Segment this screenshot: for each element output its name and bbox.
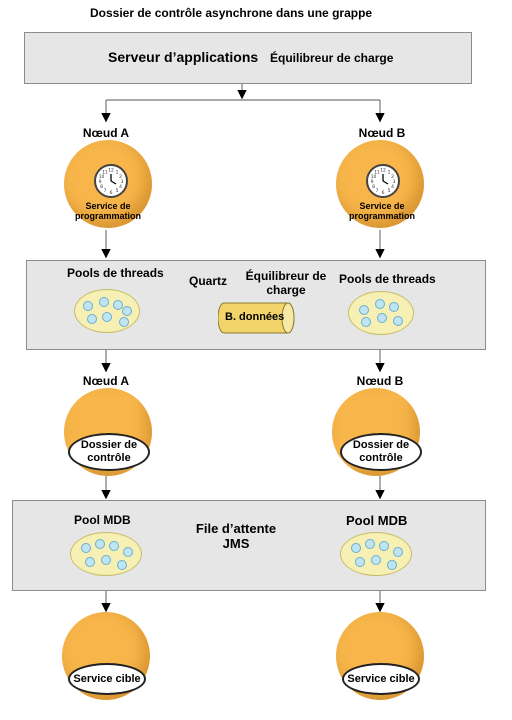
svg-text:8: 8 [372,184,375,190]
mdb-pool-left [70,532,142,576]
thread-dot [389,302,399,312]
mdb-dot [123,547,133,557]
node-b-label-2: Nœud B [356,374,404,388]
svg-text:11: 11 [374,170,380,176]
node-a-label: Nœud A [82,126,130,140]
mdb-dot [85,557,95,567]
jms-queue-label-1: File d’attente [195,521,277,536]
thread-dot [375,299,385,309]
mdb-dot [95,539,105,549]
database-label: B. données [225,311,285,323]
mdb-dot [101,555,111,565]
scheduler-label-b-1: Service de [359,201,405,211]
thread-pool-right [348,291,414,335]
svg-text:11: 11 [102,170,108,176]
mdb-dot [393,547,403,557]
thread-dot [393,316,403,326]
mdb-dot [387,560,397,570]
node-a-label-2: Nœud A [82,374,130,388]
balancer-label-1: Équilibreur de [245,269,327,283]
svg-text:10: 10 [99,174,105,180]
svg-text:5: 5 [388,188,391,194]
thread-pool-label-right: Pools de threads [339,272,436,286]
thread-dot [377,313,387,323]
mdb-dot [81,543,91,553]
svg-text:3: 3 [121,179,124,185]
svg-text:7: 7 [376,188,379,194]
dossier-oval-a: Dossier de contrôle [68,433,150,471]
svg-text:12: 12 [380,168,386,174]
svg-text:4: 4 [119,184,122,190]
node-b-label: Nœud B [358,126,406,140]
mdb-dot [371,555,381,565]
diagram-title: Dossier de contrôle asynchrone dans une … [90,6,373,20]
svg-text:7: 7 [104,188,107,194]
thread-dot [99,297,109,307]
dossier-label-a-1: Dossier de [80,439,138,451]
quartz-label: Quartz [189,274,228,288]
svg-text:3: 3 [393,179,396,185]
thread-dot [113,300,123,310]
dossier-label-b-2: contrôle [359,452,403,464]
svg-text:6: 6 [382,190,385,196]
database-cylinder-icon [218,302,295,334]
thread-dot [102,312,112,322]
mdb-dot [109,541,119,551]
thread-dot [122,306,132,316]
svg-text:5: 5 [116,188,119,194]
app-server-box [24,32,472,84]
balancer-label-2: charge [266,283,306,297]
dossier-oval-b: Dossier de contrôle [340,433,422,471]
svg-text:10: 10 [371,174,377,180]
mdb-dot [351,543,361,553]
mdb-pool-right [340,532,412,576]
thread-dot [87,314,97,324]
svg-text:12: 12 [108,168,114,174]
app-server-label: Serveur d’applications [108,49,259,65]
target-service-a: Service cible [68,663,146,695]
mdb-dot [117,560,127,570]
svg-text:6: 6 [110,190,113,196]
thread-pool-left [74,289,140,333]
mdb-dot [379,541,389,551]
svg-text:4: 4 [391,184,394,190]
thread-dot [119,317,129,327]
jms-queue-label-2: JMS [222,536,250,551]
scheduler-label-a-2: programmation [74,211,142,221]
dossier-label-b-1: Dossier de [352,439,410,451]
svg-text:1: 1 [388,170,391,176]
mdb-dot [365,539,375,549]
target-service-b: Service cible [342,663,420,695]
svg-text:9: 9 [371,179,374,185]
thread-dot [361,317,371,327]
svg-text:8: 8 [100,184,103,190]
thread-pool-label-left: Pools de threads [67,266,164,280]
scheduler-label-b-2: programmation [348,211,416,221]
svg-text:9: 9 [99,179,102,185]
mdb-dot [355,557,365,567]
svg-text:2: 2 [391,174,394,180]
load-balancer-label: Équilibreur de charge [270,51,394,65]
thread-dot [359,305,369,315]
scheduler-label-a-1: Service de [85,201,131,211]
mdb-pool-label-left: Pool MDB [74,513,131,527]
svg-text:2: 2 [119,174,122,180]
dossier-label-a-2: contrôle [87,452,131,464]
svg-text:1: 1 [116,170,119,176]
thread-dot [83,301,93,311]
mdb-pool-label-right: Pool MDB [346,513,408,528]
